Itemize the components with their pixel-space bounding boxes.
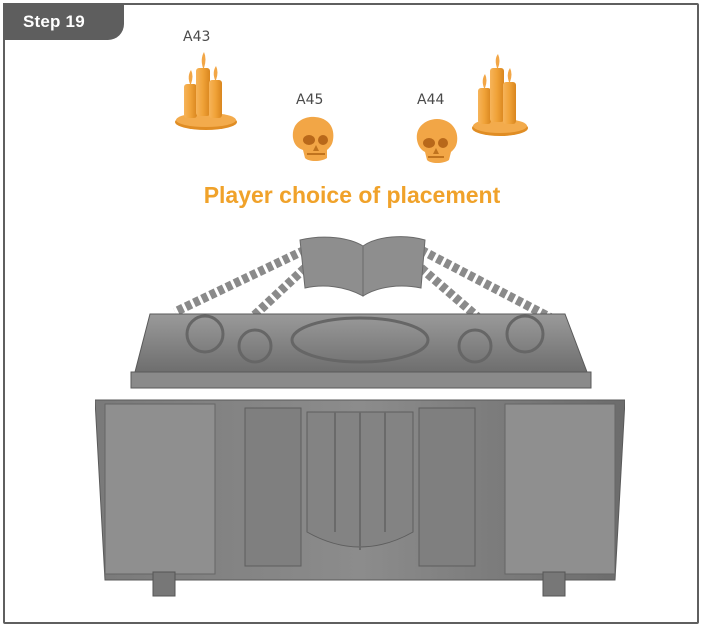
part-label-a44: A44	[417, 92, 444, 108]
part-label-a43: A43	[183, 29, 210, 45]
candles-icon	[468, 54, 532, 138]
altar-model	[95, 232, 625, 600]
candles-icon	[170, 50, 242, 132]
skull-icon	[287, 114, 337, 164]
skull-icon	[413, 116, 461, 166]
step-tab: Step 19	[3, 3, 124, 40]
placement-caption: Player choice of placement	[0, 182, 704, 209]
part-label-a45: A45	[296, 92, 323, 108]
step-label: Step 19	[23, 12, 85, 32]
